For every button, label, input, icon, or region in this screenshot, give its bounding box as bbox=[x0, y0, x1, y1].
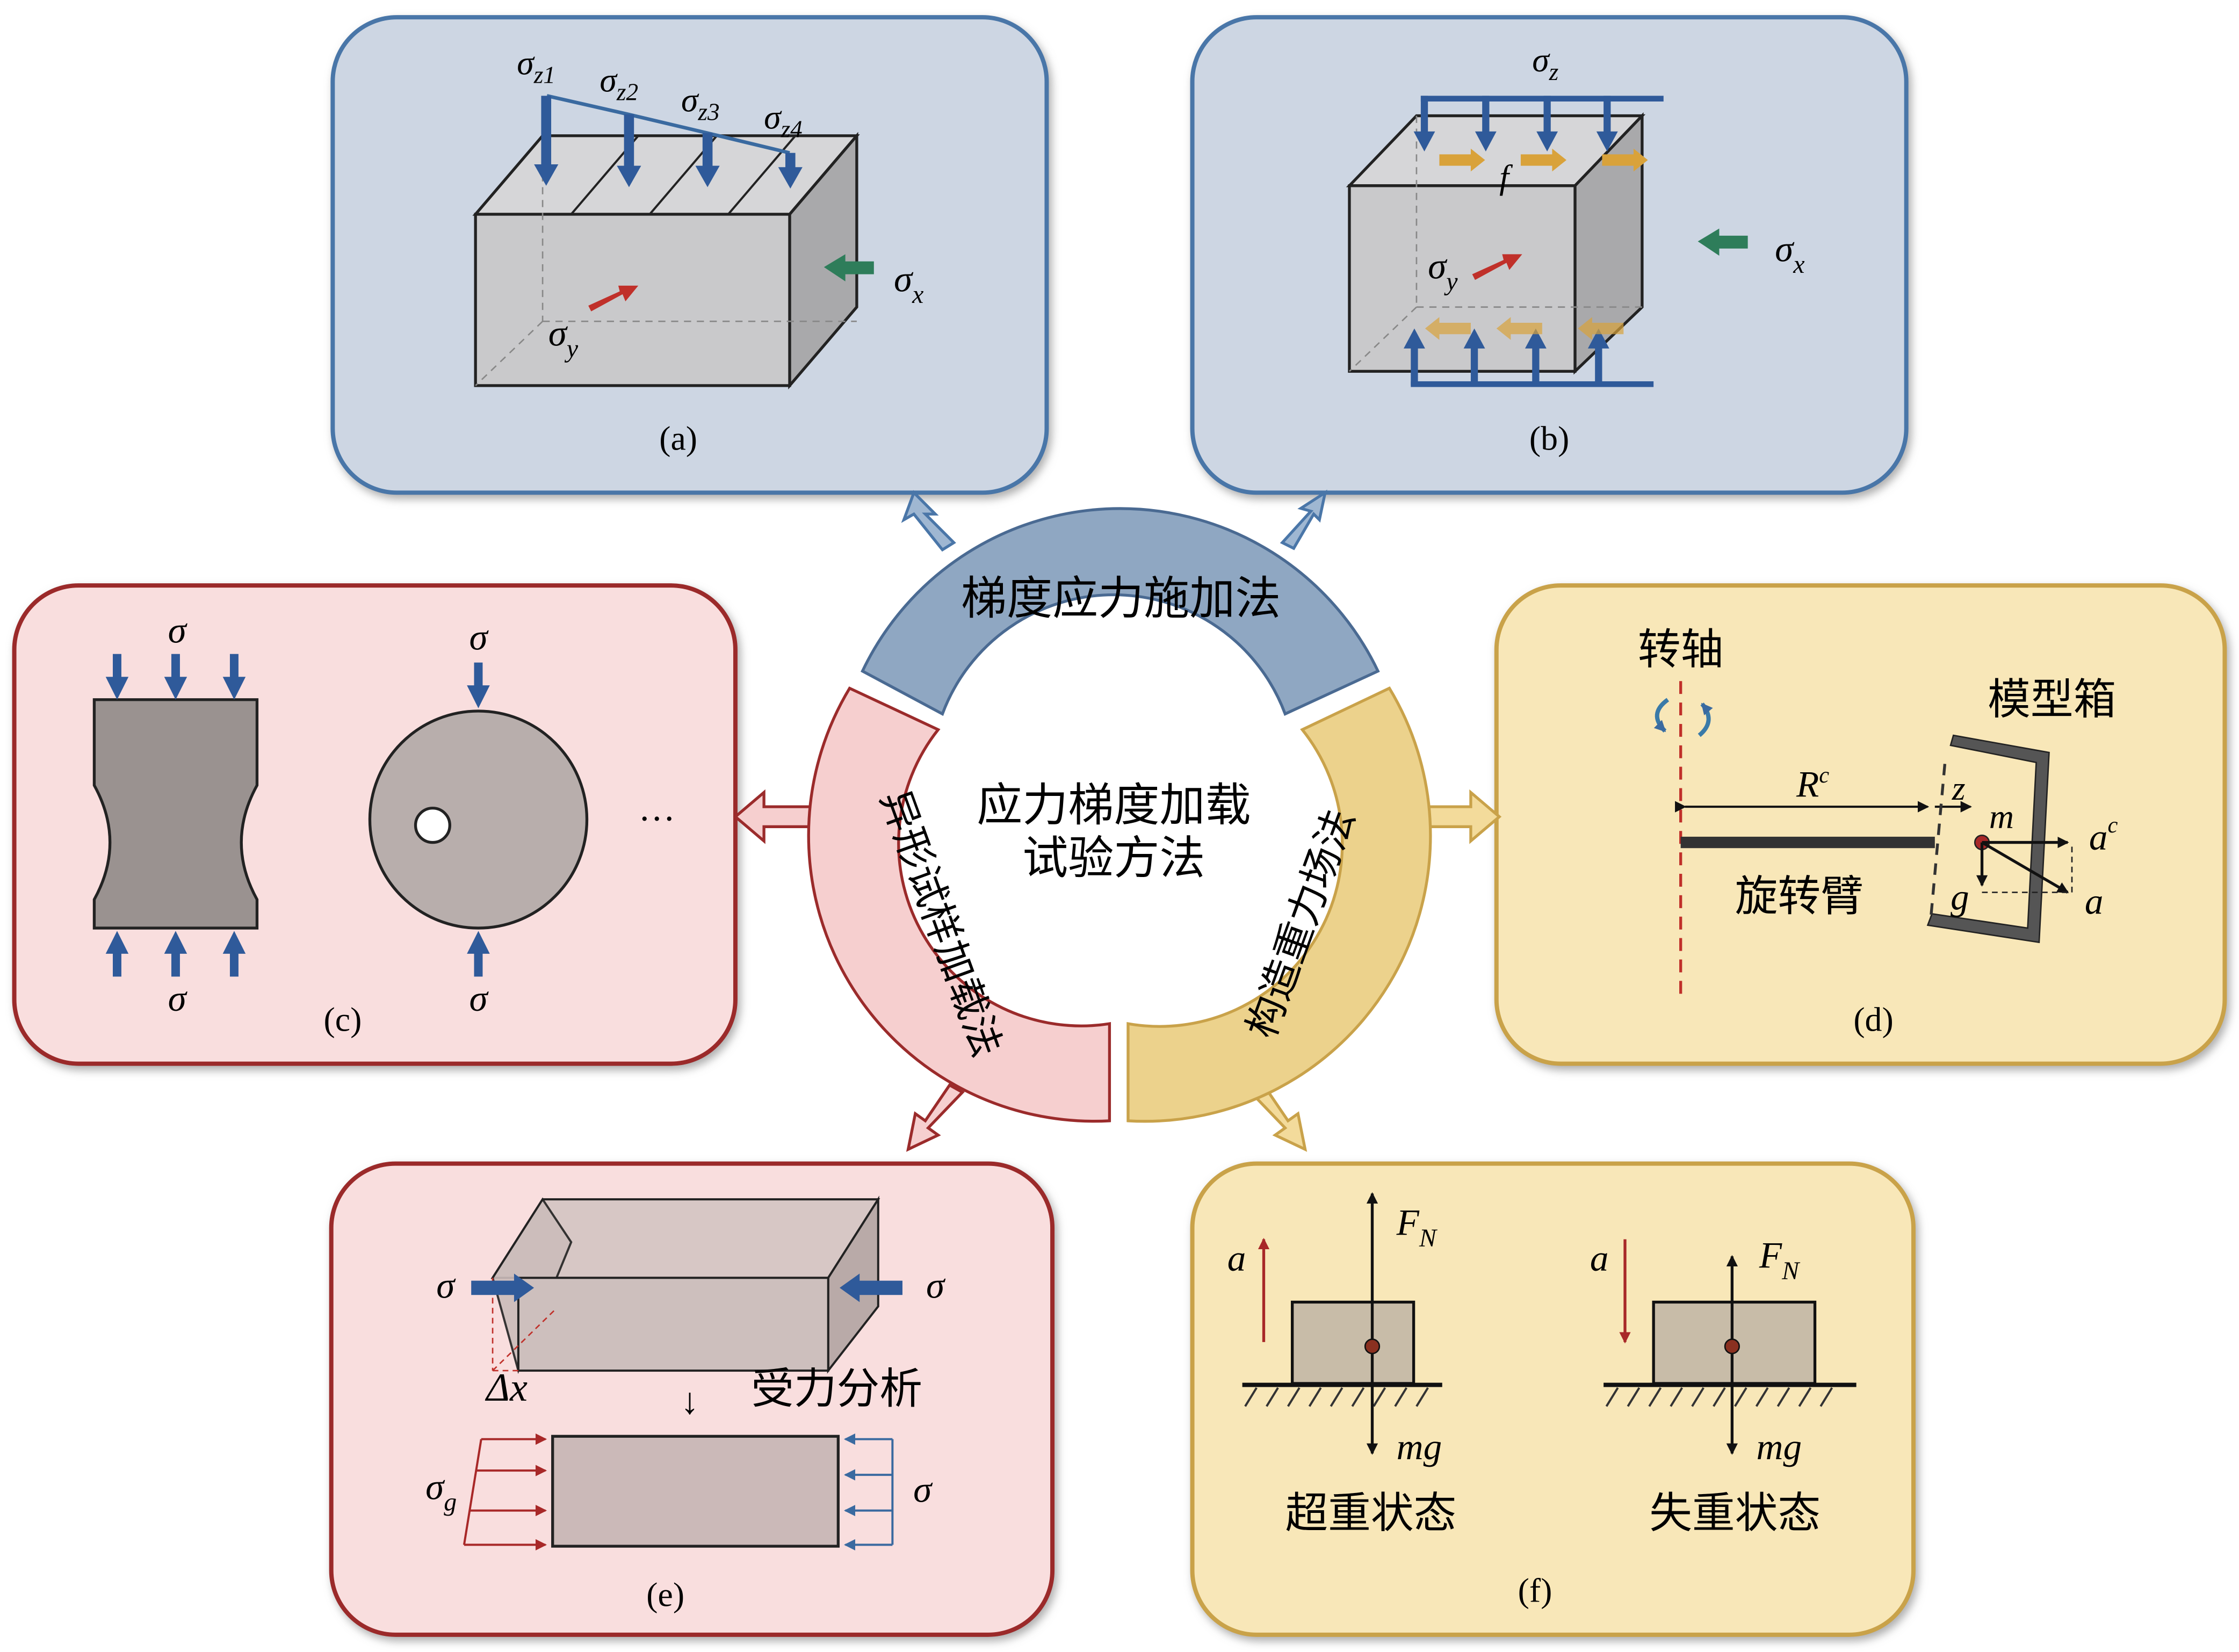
svg-text:σg: σg bbox=[425, 1466, 457, 1516]
svg-text:σx: σx bbox=[894, 258, 923, 309]
panel-d: 转轴 模型箱 旋转臂 Rc z m ac g a (d) bbox=[1494, 583, 2227, 1066]
panel-f-caption: (f) bbox=[1518, 1571, 1552, 1610]
svg-text:z: z bbox=[1952, 769, 1966, 807]
arrow-to-e bbox=[906, 1083, 965, 1152]
svg-text:失重状态: 失重状态 bbox=[1649, 1488, 1821, 1538]
panel-f: a FN mg 超重状态 a FN mg 失重状态 (f) bbox=[1190, 1161, 1916, 1637]
svg-text:σ: σ bbox=[168, 977, 188, 1019]
friction-arrows bbox=[1425, 148, 1648, 340]
panel-d-caption: (d) bbox=[1853, 1000, 1893, 1038]
sigma-z-top-arrows bbox=[1413, 96, 1664, 152]
sigma-y-arrow bbox=[588, 285, 639, 311]
svg-text:mg: mg bbox=[1397, 1426, 1442, 1467]
svg-text:σ: σ bbox=[168, 609, 188, 650]
panel-b: σz f σx σy (b) bbox=[1190, 15, 1909, 495]
svg-text:a: a bbox=[2085, 880, 2104, 922]
svg-text:a: a bbox=[1227, 1237, 1246, 1279]
svg-text:mg: mg bbox=[1757, 1426, 1802, 1467]
svg-text:σz2: σz2 bbox=[600, 61, 638, 105]
svg-text:σ: σ bbox=[926, 1265, 946, 1306]
ring-segment-left bbox=[807, 686, 1111, 1123]
weightless-diagram: a FN mg 失重状态 bbox=[1590, 1235, 1857, 1538]
panel-b-caption: (b) bbox=[1529, 419, 1569, 458]
panel-a-caption: (a) bbox=[659, 419, 697, 458]
ring-label-top: 梯度应力施加法 bbox=[961, 572, 1281, 625]
svg-text:σ: σ bbox=[913, 1469, 933, 1510]
svg-text:↓: ↓ bbox=[681, 1380, 699, 1422]
center-title-line1: 应力梯度加载 bbox=[977, 779, 1251, 832]
ring-segment-top bbox=[861, 507, 1380, 716]
arrow-to-b bbox=[1280, 489, 1327, 550]
svg-text:a: a bbox=[1590, 1237, 1609, 1279]
svg-text:σx: σx bbox=[1775, 228, 1804, 279]
svg-text:FN: FN bbox=[1396, 1202, 1438, 1252]
svg-text:σ: σ bbox=[436, 1265, 456, 1306]
svg-text:受力分析: 受力分析 bbox=[751, 1364, 922, 1414]
overweight-diagram: a FN mg 超重状态 bbox=[1227, 1192, 1456, 1538]
svg-text:σz4: σz4 bbox=[764, 98, 803, 142]
panel-c-caption: (c) bbox=[324, 1000, 362, 1038]
svg-text:模型箱: 模型箱 bbox=[1988, 674, 2116, 724]
svg-text:超重状态: 超重状态 bbox=[1285, 1488, 1456, 1538]
sigma-z-bottom-arrows bbox=[1403, 328, 1654, 387]
ring-segment-right bbox=[1126, 686, 1432, 1123]
svg-text:σz3: σz3 bbox=[681, 81, 720, 126]
svg-text:σ: σ bbox=[469, 977, 489, 1019]
arrow-to-a bbox=[901, 490, 956, 552]
svg-text:旋转臂: 旋转臂 bbox=[1735, 871, 1864, 921]
svg-text:σ: σ bbox=[469, 617, 489, 658]
center-title-line2: 试验方法 bbox=[1022, 832, 1205, 885]
svg-text:σy: σy bbox=[1428, 245, 1458, 296]
svg-text:σz: σz bbox=[1532, 41, 1558, 85]
svg-text:ac: ac bbox=[2089, 813, 2118, 858]
panel-e: σ σ Δx ↓ 受力分析 σg σ (e) bbox=[329, 1161, 1055, 1637]
svg-text:σy: σy bbox=[548, 313, 579, 363]
center-ring: 梯度应力施加法 异形试样加载法 构造重力场法 应力梯度加载 试验方法 bbox=[807, 507, 1432, 1123]
svg-text:FN: FN bbox=[1759, 1235, 1801, 1285]
svg-text:转轴: 转轴 bbox=[1638, 624, 1723, 674]
svg-text:σz1: σz1 bbox=[517, 44, 555, 88]
svg-text:Δx: Δx bbox=[485, 1366, 528, 1410]
svg-text:m: m bbox=[1989, 798, 2014, 836]
sigma-x-arrow bbox=[824, 254, 874, 281]
svg-text:Rc: Rc bbox=[1796, 763, 1829, 805]
svg-text:g: g bbox=[1951, 876, 1969, 918]
panel-e-caption: (e) bbox=[646, 1576, 684, 1614]
panel-a: σz1 σz2 σz3 σz4 σx σy (a) bbox=[330, 15, 1049, 495]
sigma-z-arrows bbox=[534, 96, 803, 189]
ellipsis: ··· bbox=[638, 798, 675, 839]
panel-c: σ σ σ σ ··· (c) bbox=[12, 583, 738, 1066]
